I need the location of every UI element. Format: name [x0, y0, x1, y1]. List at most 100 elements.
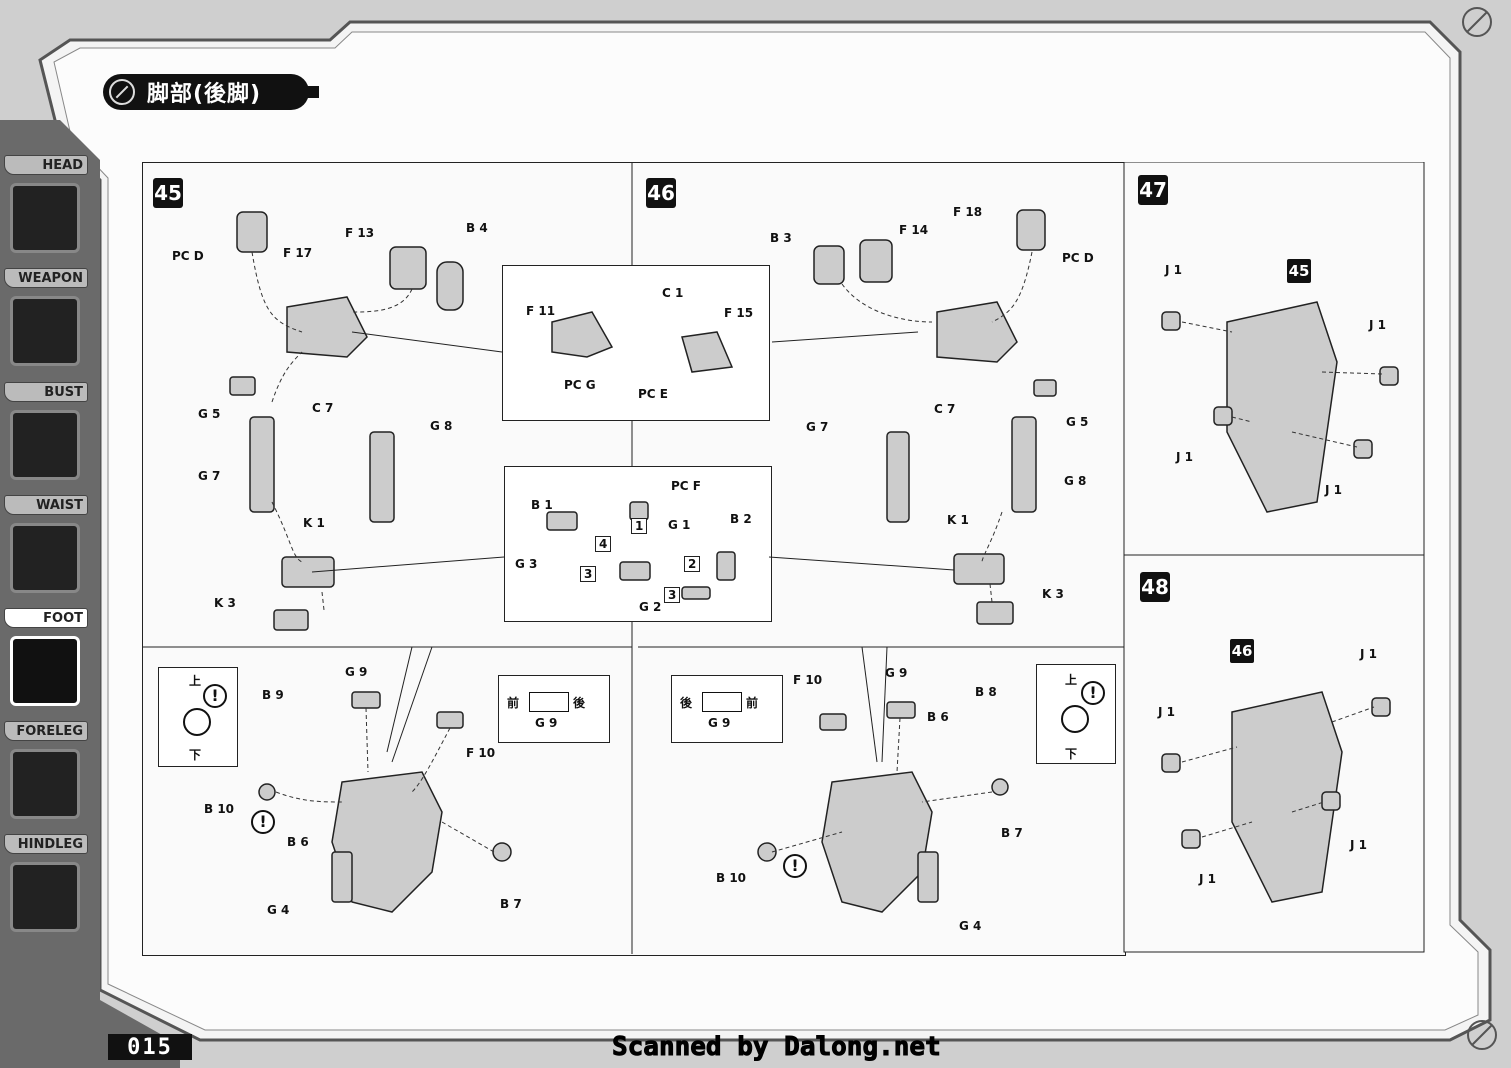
- part-label: G 8: [430, 419, 453, 433]
- part-label: F 11: [526, 304, 556, 318]
- step-45-number: 45: [153, 178, 183, 208]
- part-label: G 7: [806, 420, 829, 434]
- reference-step-45: 45: [1287, 259, 1311, 283]
- front-label: 前: [507, 696, 520, 710]
- part-label: F 10: [793, 673, 823, 687]
- part-label: J 1: [1165, 263, 1182, 277]
- part-label: J 1: [1199, 872, 1216, 886]
- step-48-number: 48: [1140, 572, 1170, 602]
- part-label: G 4: [959, 919, 982, 933]
- tab-label: HEAD: [4, 155, 88, 175]
- tab-waist[interactable]: WAIST: [4, 495, 90, 603]
- back-label: 後: [573, 696, 586, 710]
- part-label: B 6: [927, 710, 949, 724]
- part-diagram: [529, 692, 569, 712]
- part-label: B 3: [770, 231, 792, 245]
- tab-label: FOOT: [4, 608, 88, 628]
- part-label: PC F: [671, 479, 701, 493]
- tab-hindleg[interactable]: HINDLEG: [4, 834, 90, 942]
- part-label: J 1: [1369, 318, 1386, 332]
- weapon-thumbnail: [10, 296, 80, 366]
- part-label: G 1: [668, 518, 691, 532]
- part-label: F 10: [466, 746, 496, 760]
- part-label: G 3: [515, 557, 538, 571]
- part-label: K 1: [947, 513, 969, 527]
- part-orientation-icon: [1061, 705, 1089, 733]
- part-label: PC D: [172, 249, 204, 263]
- part-label: B 2: [730, 512, 752, 526]
- section-title-pill: 脚部(後脚): [103, 74, 309, 110]
- caution-icon: !: [1081, 681, 1105, 705]
- tab-weapon[interactable]: WEAPON: [4, 268, 90, 376]
- head-thumbnail: [10, 183, 80, 253]
- orientation-top: 上: [189, 674, 202, 688]
- part-label: K 1: [303, 516, 325, 530]
- part-label: G 4: [267, 903, 290, 917]
- part-label: F 18: [953, 205, 983, 219]
- step-47-number: 47: [1138, 175, 1168, 205]
- part-label: PC G: [564, 378, 596, 392]
- step-46-number: 46: [646, 178, 676, 208]
- part-label: J 1: [1350, 838, 1367, 852]
- order-number: 1: [631, 518, 648, 534]
- part-orientation-icon: [183, 708, 211, 736]
- part-label: B 9: [262, 688, 284, 702]
- part-label: G 9: [708, 716, 731, 730]
- caution-icon: !: [203, 684, 227, 708]
- detail-box-middle: [504, 466, 772, 622]
- tab-head[interactable]: HEAD: [4, 155, 90, 263]
- part-label: B 1: [531, 498, 553, 512]
- part-label: G 2: [639, 600, 662, 614]
- order-number: 3: [580, 566, 597, 582]
- tab-bust[interactable]: BUST: [4, 382, 90, 490]
- bust-thumbnail: [10, 410, 80, 480]
- part-label: C 7: [312, 401, 334, 415]
- part-label: G 7: [198, 469, 221, 483]
- foreleg-thumbnail: [10, 749, 80, 819]
- part-label: G 5: [1066, 415, 1089, 429]
- front-back-box: 前 後 G 9: [498, 675, 610, 743]
- front-back-box: 後 前 G 9: [671, 675, 783, 743]
- detail-box-top: [502, 265, 770, 421]
- orientation-bottom: 下: [1065, 747, 1078, 761]
- front-label: 前: [746, 696, 759, 710]
- tab-label: HINDLEG: [4, 834, 88, 854]
- order-number: 4: [595, 536, 612, 552]
- back-label: 後: [680, 696, 693, 710]
- hindleg-thumbnail: [10, 862, 80, 932]
- orientation-box: 上 下 !: [158, 667, 238, 767]
- part-label: J 1: [1176, 450, 1193, 464]
- tab-foreleg[interactable]: FORELEG: [4, 721, 90, 829]
- order-number: 2: [684, 556, 701, 572]
- part-label: PC E: [638, 387, 668, 401]
- part-label: B 6: [287, 835, 309, 849]
- part-label: B 10: [204, 802, 235, 816]
- orientation-box: 上 下 !: [1036, 664, 1116, 764]
- part-label: J 1: [1158, 705, 1175, 719]
- orientation-top: 上: [1065, 673, 1078, 687]
- part-label: F 15: [724, 306, 754, 320]
- orientation-bottom: 下: [189, 748, 202, 762]
- part-label: PC D: [1062, 251, 1094, 265]
- caution-icon: !: [783, 854, 807, 878]
- part-label: G 8: [1064, 474, 1087, 488]
- part-label: K 3: [214, 596, 236, 610]
- tab-foot[interactable]: FOOT: [4, 608, 90, 716]
- part-label: B 4: [466, 221, 488, 235]
- caution-icon: !: [251, 810, 275, 834]
- tab-label: WAIST: [4, 495, 88, 515]
- section-title: 脚部(後脚): [147, 82, 262, 107]
- foot-thumbnail: [10, 636, 80, 706]
- tab-label: WEAPON: [4, 268, 88, 288]
- page-number: 015: [108, 1034, 192, 1060]
- part-label: G 5: [198, 407, 221, 421]
- part-label: C 1: [662, 286, 684, 300]
- part-label: F 17: [283, 246, 313, 260]
- part-label: K 3: [1042, 587, 1064, 601]
- part-label: B 8: [975, 685, 997, 699]
- title-tail: [305, 86, 319, 98]
- part-label: C 7: [934, 402, 956, 416]
- part-label: J 1: [1325, 483, 1342, 497]
- part-label: B 7: [1001, 826, 1023, 840]
- part-label: J 1: [1360, 647, 1377, 661]
